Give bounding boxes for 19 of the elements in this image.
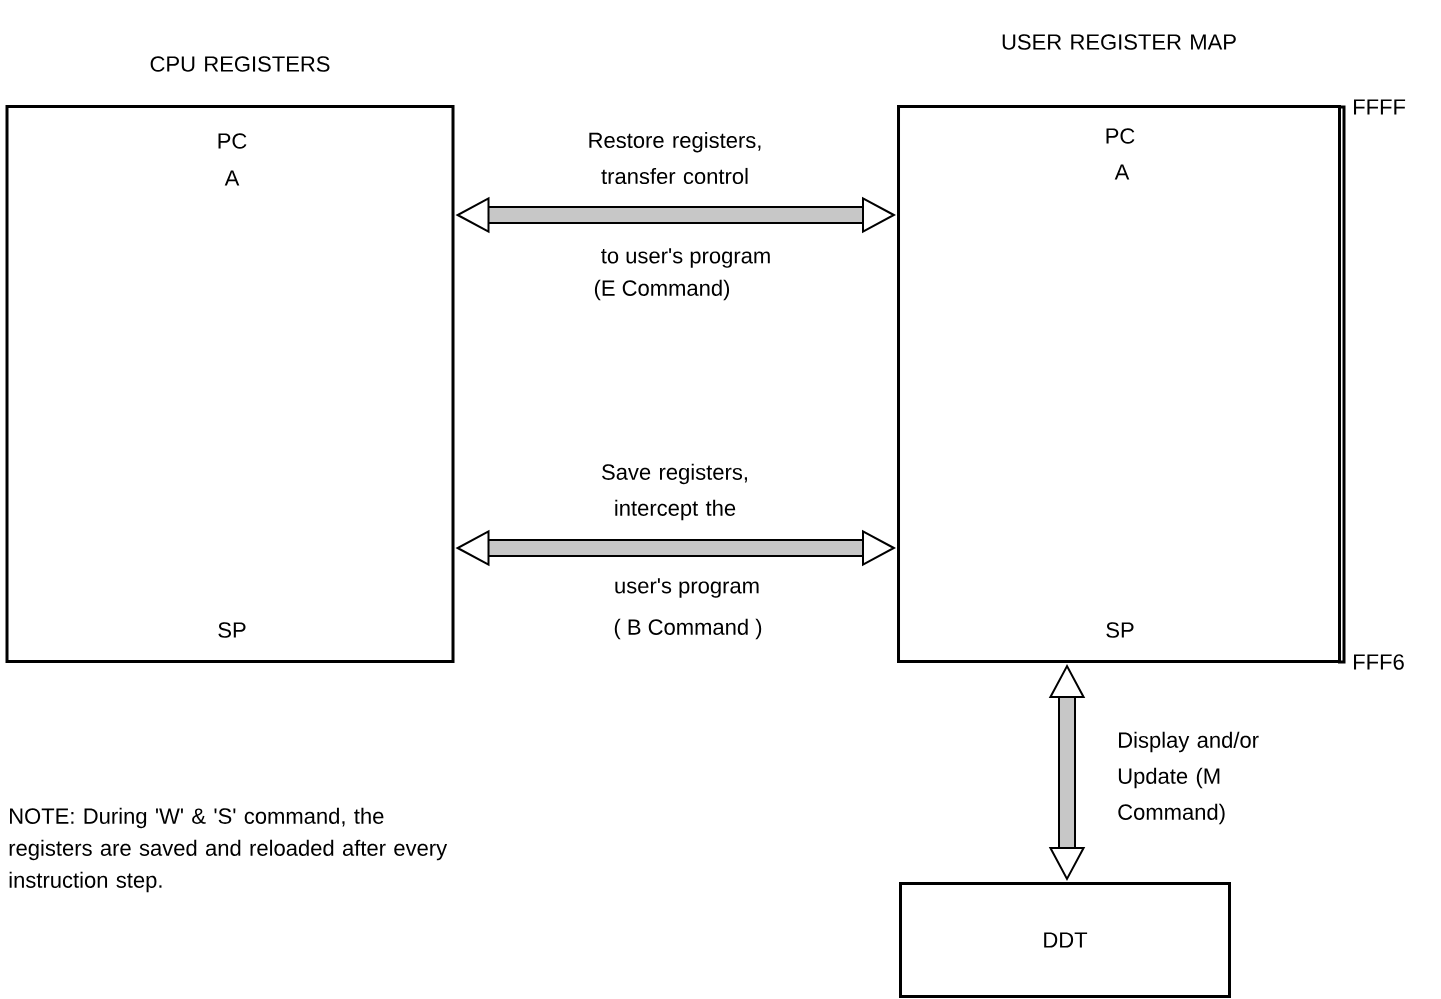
caption-text: user's program	[615, 578, 759, 598]
edge-label: Display and/or Update (M Command)	[1118, 731, 1259, 825]
register-name: PC	[1106, 128, 1135, 144]
register-box: DDT	[899, 882, 1231, 998]
address-label: FFF6	[1354, 654, 1404, 670]
caption-text: ( B Command )	[614, 618, 762, 640]
edge-label: Restore registers, transfer control	[589, 131, 761, 185]
edge-label: Save registers, intercept the	[602, 463, 747, 521]
box-heading: USER REGISTER MAP	[1002, 34, 1236, 50]
box-heading: CPU REGISTERS	[150, 56, 330, 72]
register-name: PC	[218, 133, 247, 149]
note-text: NOTE: During 'W' & 'S' command, the registers are saved and reloaded after every instruction step.	[9, 807, 448, 893]
register-name: A	[1114, 164, 1130, 180]
register-name: A	[224, 170, 240, 186]
register-name: SP	[1106, 622, 1134, 638]
caption-text: to user's program	[601, 248, 770, 268]
caption-text: (E Command)	[594, 279, 730, 301]
register-name: SP	[218, 622, 246, 638]
address-label: FFFF	[1354, 99, 1406, 115]
